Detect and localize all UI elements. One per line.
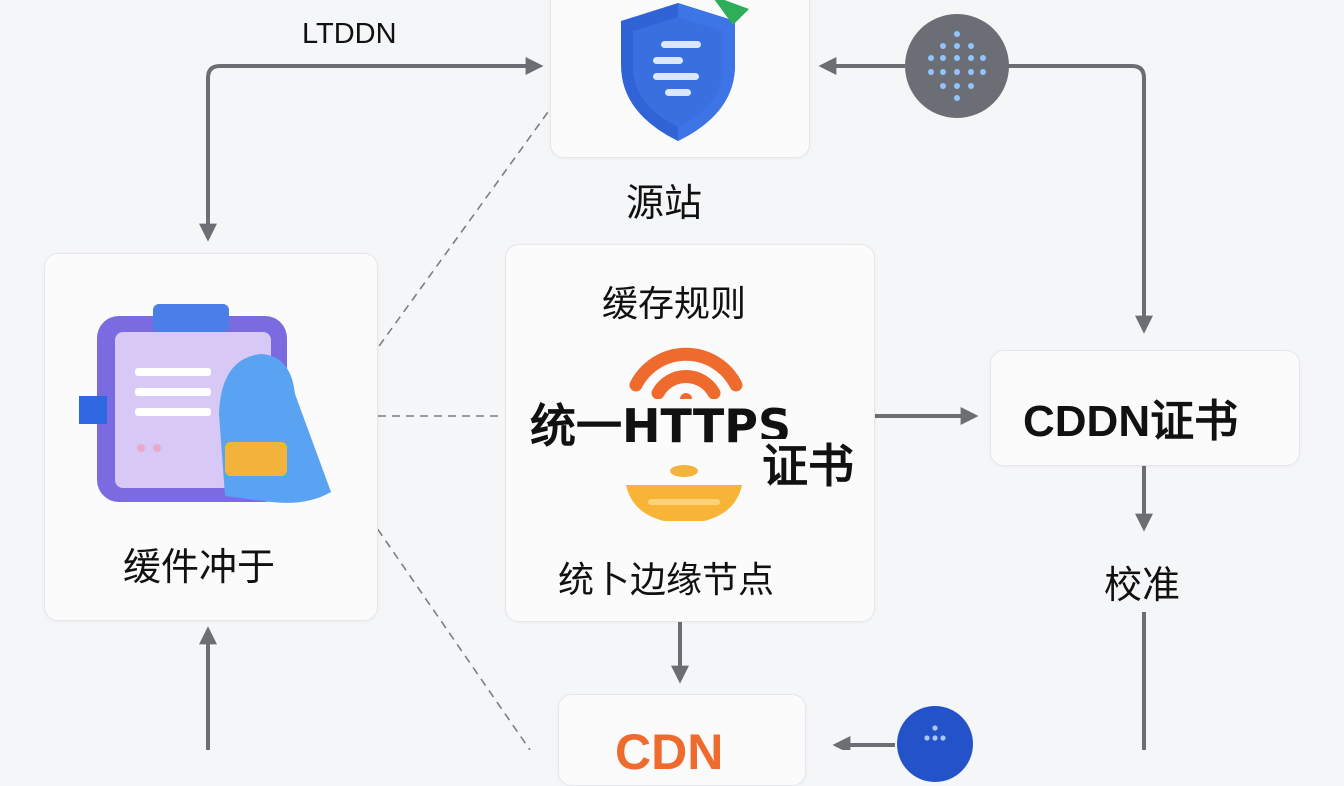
- calibrate-label: 校准: [1104, 563, 1181, 607]
- dot-grid-icon: [928, 31, 986, 101]
- cdn-card[interactable]: CDN: [558, 694, 806, 786]
- unified-https-overlay: 统一HTTPS: [526, 399, 796, 453]
- cache-conflict-card[interactable]: 缓件冲于: [44, 253, 378, 621]
- cache-rules-card[interactable]: 缓存规则 统一HTTPS 证书 统卜边缘节点: [505, 244, 875, 622]
- arrow-label-ltddn: LTDDN: [302, 18, 397, 50]
- arrow-node-to-cert: [1008, 64, 1153, 334]
- cdn-label: CDN: [615, 724, 724, 780]
- edge-node-label: 统卜边缘节点: [558, 560, 775, 601]
- unified-https-overlay-sub: 证书: [758, 439, 858, 493]
- shield-icon: [621, 0, 749, 141]
- arrow-cache-to-origin: [199, 57, 544, 242]
- cert-card[interactable]: CDDN证书: [990, 350, 1300, 466]
- lamp-icon: [626, 465, 742, 521]
- dot-grid-node-dark[interactable]: [905, 14, 1009, 118]
- dot-grid-icon: [924, 725, 946, 741]
- wifi-icon: [629, 347, 743, 405]
- origin-card[interactable]: [550, 0, 810, 158]
- clipboard-icon: [79, 304, 331, 503]
- cache-conflict-label: 缓件冲于: [123, 545, 276, 589]
- dot-grid-node-blue[interactable]: [897, 706, 973, 782]
- origin-label: 源站: [626, 181, 703, 225]
- cache-rules-title: 缓存规则: [602, 284, 747, 325]
- cert-label: CDDN证书: [1023, 397, 1239, 446]
